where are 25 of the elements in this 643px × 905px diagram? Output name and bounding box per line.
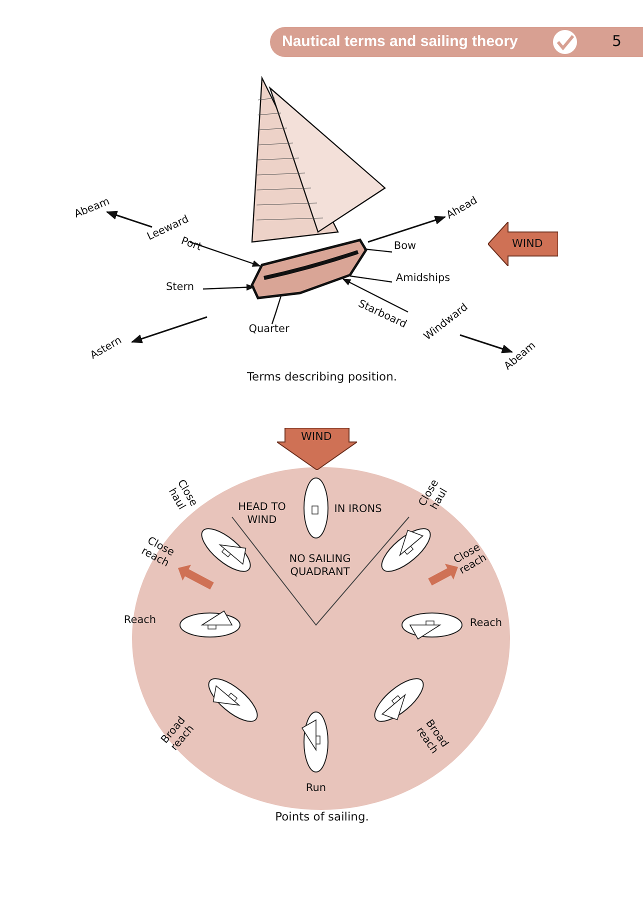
term-label: Stern [162,281,198,295]
leader-line [202,284,255,291]
wind-label: WIND [301,430,332,443]
region-label: NO SAILING QUADRANT [288,553,352,578]
term-label: Amidships [392,272,454,286]
leader-line [271,296,282,324]
wind-arrow [488,222,558,266]
leader-line [364,248,392,253]
point-of-sail-label: Reach [124,614,156,626]
hull-drawing [250,238,368,300]
leader-line [190,241,261,267]
page-number: 5 [612,33,622,50]
point-of-sail-label: Reach [470,616,502,630]
term-label: Bow [392,240,418,254]
region-label: IN IRONS [333,503,383,516]
region-label: HEAD TO WIND [237,501,287,526]
caption: Terms describing position. [246,370,398,384]
leader-line [342,278,408,313]
wind-label: WIND [512,237,543,250]
header-title: Nautical terms and sailing theory [282,33,518,50]
wind-arrow [277,428,357,470]
caption: Points of sailing. [275,810,369,824]
term-label: Quarter [246,323,292,337]
leader-line [350,275,392,283]
point-of-sail-label: Run [306,782,326,794]
